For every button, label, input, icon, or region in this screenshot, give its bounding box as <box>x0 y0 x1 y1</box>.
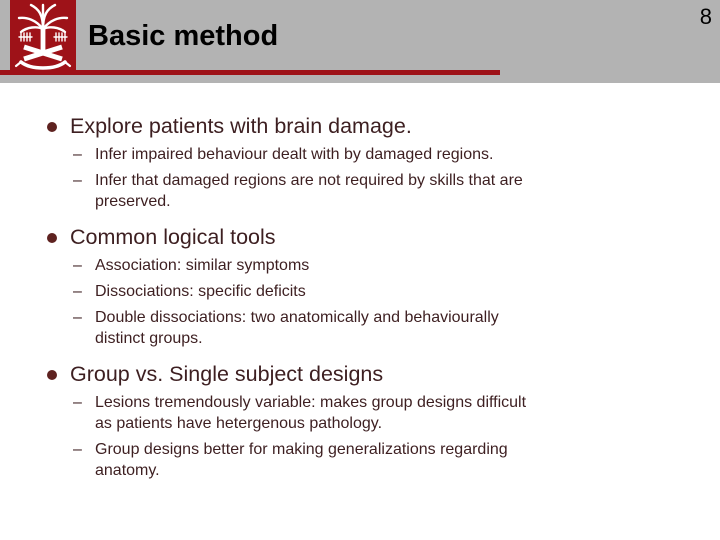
sub-bullet-item: –Lesions tremendously variable: makes gr… <box>0 392 700 434</box>
sub-bullet-text: Infer impaired behaviour dealt with by d… <box>95 144 493 165</box>
bullet-sections: Explore patients with brain damage.–Infe… <box>0 112 700 481</box>
sub-bullet-line: Infer that damaged regions are not requi… <box>95 172 523 189</box>
sub-bullet-item: –Infer that damaged regions are not requ… <box>0 170 700 212</box>
bullet-dot-icon <box>47 122 57 132</box>
sub-bullet-line: anatomy. <box>95 462 160 479</box>
university-crest-logo <box>10 0 76 75</box>
sub-bullet-item: –Association: similar symptoms <box>0 255 700 276</box>
dash-bullet-icon: – <box>73 257 82 274</box>
sub-bullet-line: Group designs better for making generali… <box>95 441 508 458</box>
bullet-dot-icon <box>47 370 57 380</box>
sub-bullet-line: Association: similar symptoms <box>95 257 310 274</box>
bullet-item: Explore patients with brain damage. <box>0 112 700 140</box>
slide-body: Explore patients with brain damage.–Infe… <box>0 112 700 481</box>
sub-bullet-line: Dissociations: specific deficits <box>95 283 306 300</box>
dash-bullet-icon: – <box>73 283 82 300</box>
dash-bullet-icon: – <box>73 172 82 189</box>
sub-bullet-line: Infer impaired behaviour dealt with by d… <box>95 146 494 163</box>
dash-bullet-icon: – <box>73 441 82 458</box>
sub-bullet-line: as patients have hetergenous pathology. <box>95 415 383 432</box>
bullet-text: Group vs. Single subject designs <box>70 362 384 386</box>
sub-bullet-line: Lesions tremendously variable: makes gro… <box>95 394 527 411</box>
page-number: 8 <box>699 4 712 29</box>
sub-bullet-item: –Infer impaired behaviour dealt with by … <box>0 144 700 165</box>
dash-bullet-icon: – <box>73 146 82 163</box>
sub-bullet-text: Infer that damaged regions are not requi… <box>95 170 523 212</box>
sub-bullet-text: Lesions tremendously variable: makes gro… <box>95 392 526 434</box>
dash-bullet-icon: – <box>73 394 82 411</box>
header-band <box>0 0 720 83</box>
sub-bullet-text: Association: similar symptoms <box>95 255 309 276</box>
sub-bullet-line: preserved. <box>95 193 171 210</box>
bullet-item: Common logical tools <box>0 223 700 251</box>
sub-bullet-text: Double dissociations: two anatomically a… <box>95 307 499 349</box>
sub-bullet-text: Group designs better for making generali… <box>95 439 508 481</box>
sub-bullet-line: Double dissociations: two anatomically a… <box>95 309 499 326</box>
sub-bullet-item: –Double dissociations: two anatomically … <box>0 307 700 349</box>
sub-bullet-line: distinct groups. <box>95 330 203 347</box>
sub-bullet-text: Dissociations: specific deficits <box>95 281 306 302</box>
header-underline-rule <box>0 70 500 75</box>
slide-title: Basic method <box>88 20 279 52</box>
sub-bullet-item: –Dissociations: specific deficits <box>0 281 700 302</box>
bullet-text: Explore patients with brain damage. <box>70 114 412 138</box>
bullet-item: Group vs. Single subject designs <box>0 360 700 388</box>
dash-bullet-icon: – <box>73 309 82 326</box>
sub-bullet-item: –Group designs better for making general… <box>0 439 700 481</box>
bullet-dot-icon <box>47 233 57 243</box>
bullet-text: Common logical tools <box>70 225 276 249</box>
palmetto-crest-icon <box>14 3 72 70</box>
